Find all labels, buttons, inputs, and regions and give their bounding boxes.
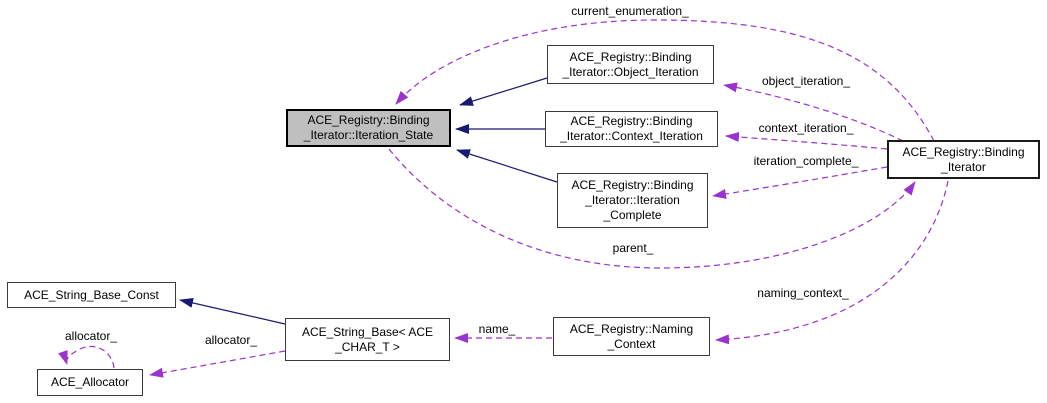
edge-parent [388,148,916,269]
node-string-base-const[interactable]: ACE_String_Base_Const [7,282,176,308]
node-object-iteration[interactable]: ACE_Registry::Binding _Iterator::Object_… [547,45,714,84]
edge-inherit-iteration-complete [456,149,558,183]
node-iteration-complete[interactable]: ACE_Registry::Binding _Iterator::Iterati… [557,173,708,228]
edge-label-naming-context: naming_context_ [757,286,849,300]
node-binding-iterator-label: ACE_Registry::Binding _Iterator [902,144,1025,174]
edge-current-enumeration [395,19,935,142]
node-string-base-const-label: ACE_String_Base_Const [24,287,159,302]
edge-inherit-string-base [179,298,286,325]
edge-context-iteration [725,132,888,150]
edge-allocator-self [58,345,115,369]
edge-label-parent: parent_ [612,241,654,255]
edge-label-object-iteration: object_iteration_ [761,74,851,88]
edge-iteration-complete [712,166,888,199]
edge-object-iteration [723,82,904,142]
edge-inherit-object-iteration [459,77,548,106]
edge-label-name: name_ [478,322,516,336]
node-naming-context-label: ACE_Registry::Naming _Context [569,321,694,351]
edge-label-context-iteration: context_iteration_ [758,121,854,135]
edge-label-current-enumeration: current_enumeration_ [571,4,689,18]
node-context-iteration-label: ACE_Registry::Binding _Iterator::Context… [560,114,703,143]
node-object-iteration-label: ACE_Registry::Binding _Iterator::Object_… [562,49,699,79]
node-iteration-state-label: ACE_Registry::Binding _Iterator::Iterati… [303,113,434,142]
node-string-base-label: ACE_String_Base< ACE _CHAR_T > [301,324,434,354]
edge-label-allocator-self: allocator_ [64,329,118,343]
edge-label-iteration-complete: iteration_complete_ [753,154,859,168]
node-iteration-complete-label: ACE_Registry::Binding _Iterator::Iterati… [571,178,694,222]
node-naming-context[interactable]: ACE_Registry::Naming _Context [553,317,710,356]
node-string-base[interactable]: ACE_String_Base< ACE _CHAR_T > [285,318,450,361]
node-ace-allocator-label: ACE_Allocator [50,375,130,389]
edge-naming-context [715,180,949,345]
edge-label-allocator-member: allocator_ [204,333,258,347]
edge-allocator-member [149,350,286,378]
node-ace-allocator[interactable]: ACE_Allocator [37,369,143,396]
node-iteration-state[interactable]: ACE_Registry::Binding _Iterator::Iterati… [286,109,451,147]
node-context-iteration[interactable]: ACE_Registry::Binding _Iterator::Context… [545,111,718,147]
node-binding-iterator[interactable]: ACE_Registry::Binding _Iterator [887,140,1040,179]
